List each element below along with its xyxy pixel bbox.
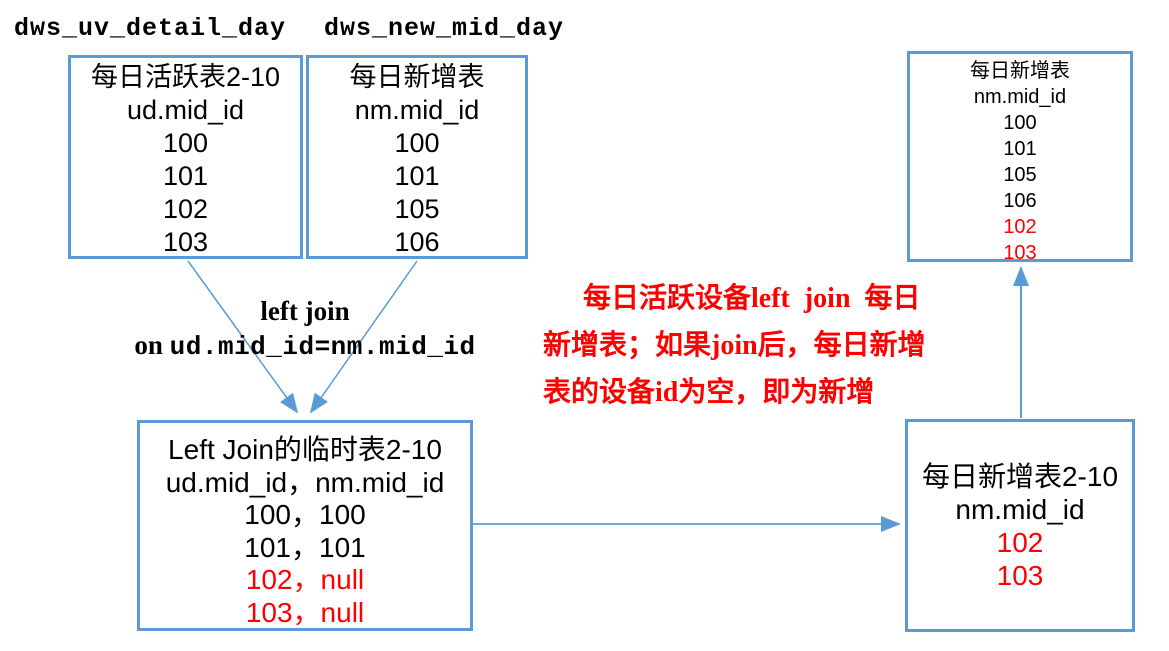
table-row-highlighted: 103: [1003, 242, 1037, 264]
arrow-uv-to-temp-icon: [187, 260, 299, 414]
table-daily-active: 每日活跃表2-10 ud.mid_id 100 101 102 103: [68, 55, 303, 259]
join-on-condition: ud.mid_id=nm.mid_id: [169, 332, 476, 362]
table-column: nm.mid_id: [955, 493, 1085, 525]
table-title: Left Join的临时表2-10: [168, 434, 442, 465]
table-name-dws-new-mid-day: dws_new_mid_day: [324, 14, 565, 43]
table-name-dws-uv-detail-day: dws_uv_detail_day: [14, 14, 287, 43]
note-line: 新增表；如果join后，每日新增: [543, 330, 926, 361]
join-on-clause: on ud.mid_id=nm.mid_id: [105, 328, 505, 367]
table-daily-new: 每日新增表 nm.mid_id 100 101 105 106: [306, 55, 528, 259]
table-column: nm.mid_id: [973, 86, 1067, 108]
table-row: 100，100: [244, 499, 366, 530]
table-row: 101: [162, 161, 209, 191]
join-condition-label: left join on ud.mid_id=nm.mid_id: [105, 295, 505, 367]
table-title: 每日活跃表2-10: [90, 62, 281, 92]
table-row: 103: [162, 227, 209, 257]
table-row-highlighted: 102: [1003, 216, 1037, 238]
table-left-join-temp: Left Join的临时表2-10 ud.mid_id，nm.mid_id 10…: [137, 420, 473, 631]
table-daily-new-accumulated: 每日新增表 nm.mid_id 100 101 105 106 102 103: [907, 51, 1133, 264]
join-type-label: left join: [260, 296, 350, 326]
note-line: 每日活跃设备left join 每日: [583, 283, 921, 314]
table-row: 105: [1003, 164, 1037, 186]
join-on-keyword: on: [134, 330, 170, 360]
note-line: 表的设备id为空，即为新增: [543, 377, 875, 408]
table-row-highlighted: 103，null: [245, 596, 365, 628]
table-daily-new-result: 每日新增表2-10 nm.mid_id 102 103: [905, 419, 1135, 632]
table-title: 每日新增表2-10: [921, 460, 1119, 492]
table-row: 101，101: [244, 531, 366, 563]
table-row: 105: [394, 194, 440, 224]
table-column: nm.mid_id: [354, 95, 480, 125]
table-row: 100: [162, 128, 209, 158]
table-title: 每日新增表: [349, 62, 485, 92]
table-row: 106: [394, 227, 440, 257]
table-title: 每日新增表: [970, 60, 1070, 82]
table-row: 100: [1003, 112, 1037, 134]
arrow-nm-to-temp-icon: [309, 260, 418, 414]
table-column: ud.mid_id，nm.mid_id: [165, 466, 445, 498]
join-explanation-note: 每日活跃设备left join 每日 新增表；如果join后，每日新增 表的设备…: [543, 277, 973, 418]
table-row: 100: [394, 128, 440, 158]
table-row: 102: [162, 194, 209, 224]
table-row-highlighted: 103: [996, 559, 1044, 591]
table-column: ud.mid_id: [126, 95, 245, 125]
table-row-highlighted: 102: [996, 526, 1044, 558]
table-row: 101: [394, 161, 440, 191]
table-row: 101: [1003, 138, 1037, 160]
table-row-highlighted: 102，null: [245, 564, 365, 595]
table-row: 106: [1003, 190, 1037, 212]
